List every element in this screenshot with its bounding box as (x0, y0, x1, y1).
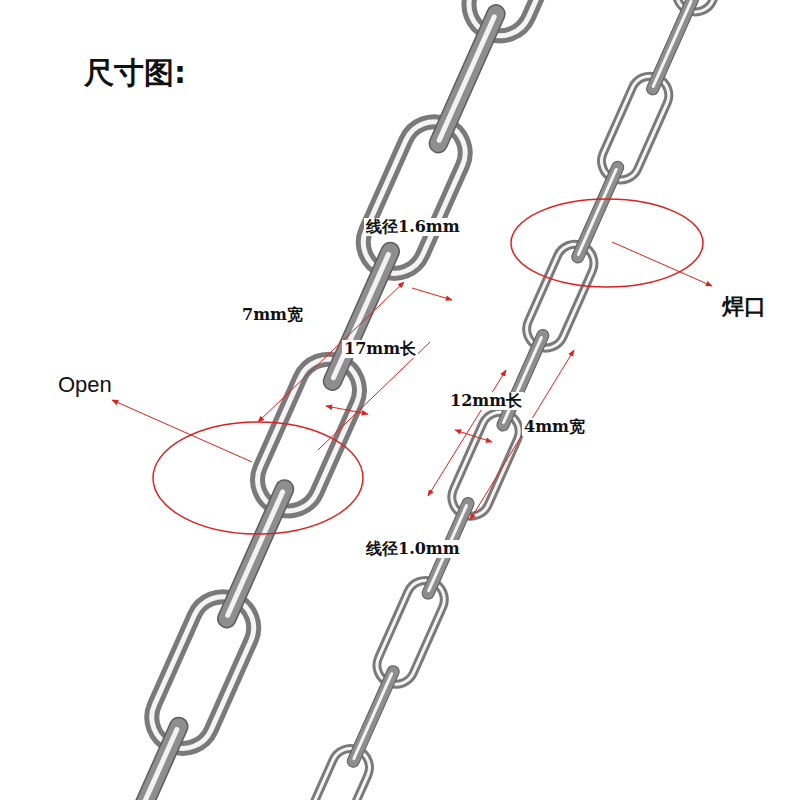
callout-marks (153, 199, 703, 534)
page-title: 尺寸图: (84, 56, 186, 91)
width-dimension: 7mm宽 (240, 306, 305, 324)
callout-label: 焊口 (720, 294, 768, 319)
wire-diameter: 线径1.0mm (364, 540, 462, 558)
callout-label: Open (56, 372, 114, 397)
length-dimension: 17mm长 (342, 340, 418, 358)
width-dimension: 4mm宽 (522, 418, 587, 436)
length-dimension: 12mm长 (448, 392, 524, 410)
wire-diameter: 线径1.6mm (364, 218, 462, 236)
thick-chain (36, 0, 581, 800)
thin-chain (259, 0, 750, 800)
dimension-lines (112, 242, 712, 520)
